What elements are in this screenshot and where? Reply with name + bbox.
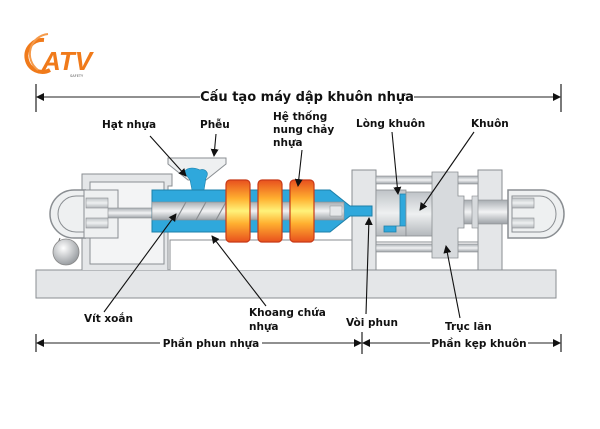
logo-subtext: SAFETY bbox=[70, 74, 84, 78]
logo-swoosh-inner-icon bbox=[28, 33, 49, 71]
arrow-voi-phun bbox=[364, 217, 373, 315]
heater-bands bbox=[225, 179, 315, 243]
arrow-vit-xoan bbox=[103, 213, 177, 313]
arrow-long-khuon bbox=[391, 131, 402, 195]
plastic-pellets bbox=[183, 167, 208, 191]
atv-logo: ATV SAFETY bbox=[24, 33, 95, 78]
label-voi-phun: Vòi phun bbox=[346, 317, 398, 329]
section-dimension-lines bbox=[35, 332, 562, 354]
arrow-heater bbox=[294, 149, 303, 187]
arrow-truc-lan bbox=[443, 245, 461, 319]
injection-cylinder bbox=[49, 189, 153, 266]
label-truc-lan: Trục lăn bbox=[445, 321, 492, 333]
logo-swoosh-icon bbox=[24, 37, 51, 74]
section-clamping-label: Phần kẹp khuôn bbox=[431, 338, 526, 350]
heater-band bbox=[257, 179, 283, 243]
tie-bars bbox=[375, 175, 479, 253]
arrow-hat-nhua bbox=[149, 135, 187, 177]
moving-mold-half bbox=[405, 191, 435, 237]
leader-arrows bbox=[103, 131, 475, 319]
logo-text: ATV bbox=[41, 46, 95, 76]
label-long-khuon: Lòng khuôn bbox=[356, 118, 425, 130]
clamp-cylinder bbox=[507, 189, 565, 239]
label-vit-xoan: Vít xoắn bbox=[84, 312, 133, 325]
heater-band bbox=[289, 179, 315, 243]
arrow-pheu bbox=[210, 133, 219, 157]
label-pheu: Phễu bbox=[200, 118, 230, 131]
title-dimension-line bbox=[35, 84, 562, 112]
hopper bbox=[167, 157, 227, 191]
label-khoang-line2: nhựa bbox=[249, 321, 279, 333]
arrow-khoang bbox=[211, 235, 267, 307]
diagram-title: Cấu tạo máy dập khuôn nhựa bbox=[200, 90, 414, 105]
section-injection-label: Phần phun nhựa bbox=[163, 338, 260, 350]
arrow-khuon bbox=[419, 131, 475, 211]
label-he-thong-line2: nung chảy bbox=[273, 124, 334, 136]
moving-platen bbox=[431, 171, 465, 259]
label-he-thong-line3: nhựa bbox=[273, 137, 303, 149]
heater-band bbox=[225, 179, 251, 243]
label-khoang-line1: Khoang chứa bbox=[249, 307, 326, 319]
label-khuon: Khuôn bbox=[471, 118, 509, 130]
label-hat-nhua: Hạt nhựa bbox=[102, 119, 156, 131]
label-he-thong-line1: Hệ thống bbox=[273, 110, 327, 123]
counterweight-ball bbox=[52, 238, 80, 266]
